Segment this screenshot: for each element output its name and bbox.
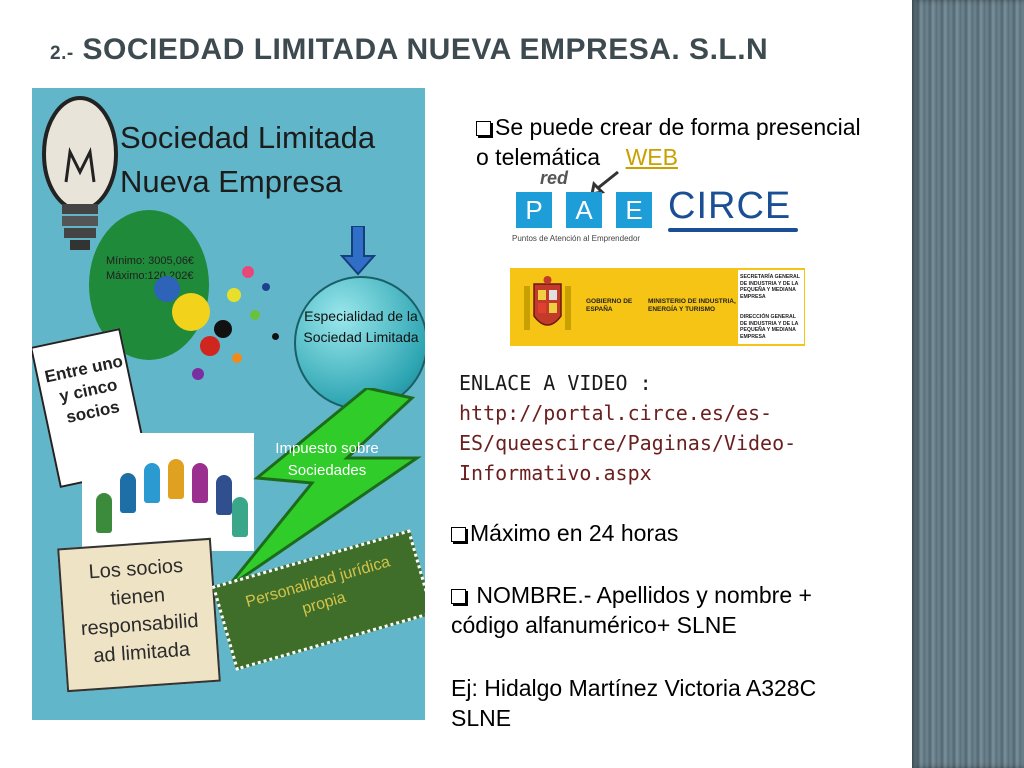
person-figure bbox=[232, 497, 248, 537]
pae-letter-p: P bbox=[516, 192, 552, 228]
paint-splash bbox=[200, 336, 220, 356]
bullet-maximo: Máximo en 24 horas bbox=[451, 518, 678, 548]
paint-splash bbox=[172, 293, 210, 331]
pae-letter-a: A bbox=[566, 192, 602, 228]
impuesto-text: Impuesto sobre Sociedades bbox=[275, 440, 379, 479]
pae-letter-e: E bbox=[616, 192, 652, 228]
paint-splash bbox=[214, 320, 232, 338]
person-figure bbox=[192, 463, 208, 503]
direccion-text: DIRECCIÓN GENERAL DE INDUSTRIA Y DE LA P… bbox=[740, 314, 799, 340]
person-figure bbox=[168, 459, 184, 499]
bullet-maximo-text: Máximo en 24 horas bbox=[470, 520, 679, 546]
poster-title: Sociedad Limitada Nueva Empresa bbox=[120, 116, 375, 204]
bullet-nombre: NOMBRE.- Apellidos y nombre + código alf… bbox=[451, 580, 812, 640]
arrow-down-icon bbox=[339, 226, 377, 276]
nombre-line1: NOMBRE.- Apellidos y nombre + bbox=[476, 582, 812, 608]
paint-splash bbox=[154, 276, 180, 302]
person-figure bbox=[96, 493, 112, 533]
secretaria-panel: SECRETARÍA GENERAL DE INDUSTRIA Y DE LA … bbox=[738, 270, 804, 344]
lightning-bolt-shape bbox=[225, 388, 422, 588]
video-url-line3[interactable]: Informativo.aspx bbox=[459, 461, 652, 485]
socios-box: Los socios tienen responsabilid ad limit… bbox=[57, 537, 221, 693]
circe-logo: CIRCE bbox=[668, 185, 792, 227]
video-label: ENLACE A VIDEO : bbox=[459, 371, 652, 395]
socios-text: Los socios tienen responsabilid ad limit… bbox=[80, 554, 200, 668]
paint-splash bbox=[262, 283, 270, 291]
checkbox-bullet-icon bbox=[451, 527, 466, 542]
people-meeting-image bbox=[82, 433, 254, 551]
poster-title-line2: Nueva Empresa bbox=[120, 164, 343, 199]
poster-title-line1: Sociedad Limitada bbox=[120, 120, 376, 155]
slide-title: 2.- SOCIEDAD LIMITADA NUEVA EMPRESA. S.L… bbox=[50, 33, 768, 67]
coat-of-arms-icon bbox=[524, 276, 571, 330]
person-figure bbox=[216, 475, 232, 515]
person-figure bbox=[120, 473, 136, 513]
capital-text: Mínimo: 3005,06€ Máximo:120.202€ bbox=[106, 254, 194, 284]
capital-max: Máximo:120.202€ bbox=[106, 270, 194, 282]
circe-logo-underline bbox=[668, 228, 798, 232]
person-figure bbox=[144, 463, 160, 503]
paint-splash bbox=[227, 288, 241, 302]
web-link[interactable]: WEB bbox=[625, 144, 678, 170]
lightbulb-icon bbox=[42, 96, 118, 250]
paint-splash bbox=[242, 266, 254, 278]
red-pae-logo: red P A E Puntos de Atención al Emprende… bbox=[512, 168, 662, 252]
slide-title-number: 2.- bbox=[50, 43, 74, 64]
ejemplo-text: Ej: Hidalgo Martínez Victoria A328C SLNE bbox=[451, 673, 816, 733]
slide-title-text: SOCIEDAD LIMITADA NUEVA EMPRESA. S.L.N bbox=[82, 33, 769, 66]
ejemplo-line1: Ej: Hidalgo Martínez Victoria A328C bbox=[451, 675, 817, 701]
entre-socios-text: Entre uno y cinco socios bbox=[42, 351, 125, 427]
gobierno-ministerio-banner: GOBIERNO DE ESPAÑA MINISTERIO DE INDUSTR… bbox=[510, 268, 805, 346]
paint-splash bbox=[272, 333, 279, 340]
video-link-block: ENLACE A VIDEO : http://portal.circe.es/… bbox=[459, 368, 796, 488]
gobierno-text: GOBIERNO DE ESPAÑA bbox=[586, 298, 633, 313]
checkbox-bullet-icon bbox=[451, 589, 466, 604]
video-url-line2[interactable]: ES/queescirce/Paginas/Video- bbox=[459, 431, 797, 455]
especialidad-text: Especialidad de la Sociedad Limitada bbox=[303, 308, 419, 345]
paint-splash bbox=[192, 368, 204, 380]
paint-splash bbox=[250, 310, 260, 320]
slne-infographic: Sociedad Limitada Nueva Empresa Mínimo: … bbox=[32, 88, 425, 720]
ministerio-text: MINISTERIO DE INDUSTRIA, ENERGÍA Y TURIS… bbox=[648, 298, 736, 313]
paint-splash bbox=[232, 353, 242, 363]
capital-min: Mínimo: 3005,06€ bbox=[106, 255, 195, 267]
secretaria-text: SECRETARÍA GENERAL DE INDUSTRIA Y DE LA … bbox=[740, 274, 800, 300]
pae-subtitle: Puntos de Atención al Emprendedor bbox=[512, 234, 641, 243]
nombre-line2: código alfanumérico+ SLNE bbox=[451, 612, 737, 638]
bullet-crear: Se puede crear de forma presencial o tel… bbox=[476, 112, 876, 172]
checkbox-bullet-icon bbox=[476, 121, 491, 136]
pae-red-text: red bbox=[540, 168, 569, 188]
video-url-line1[interactable]: http://portal.circe.es/es- bbox=[459, 401, 773, 425]
bullet-crear-text: Se puede crear de forma presencial o tel… bbox=[476, 114, 861, 170]
decorative-side-band bbox=[912, 0, 1024, 768]
especialidad-circle: Especialidad de la Sociedad Limitada bbox=[294, 276, 425, 410]
ejemplo-line2: SLNE bbox=[451, 705, 512, 731]
